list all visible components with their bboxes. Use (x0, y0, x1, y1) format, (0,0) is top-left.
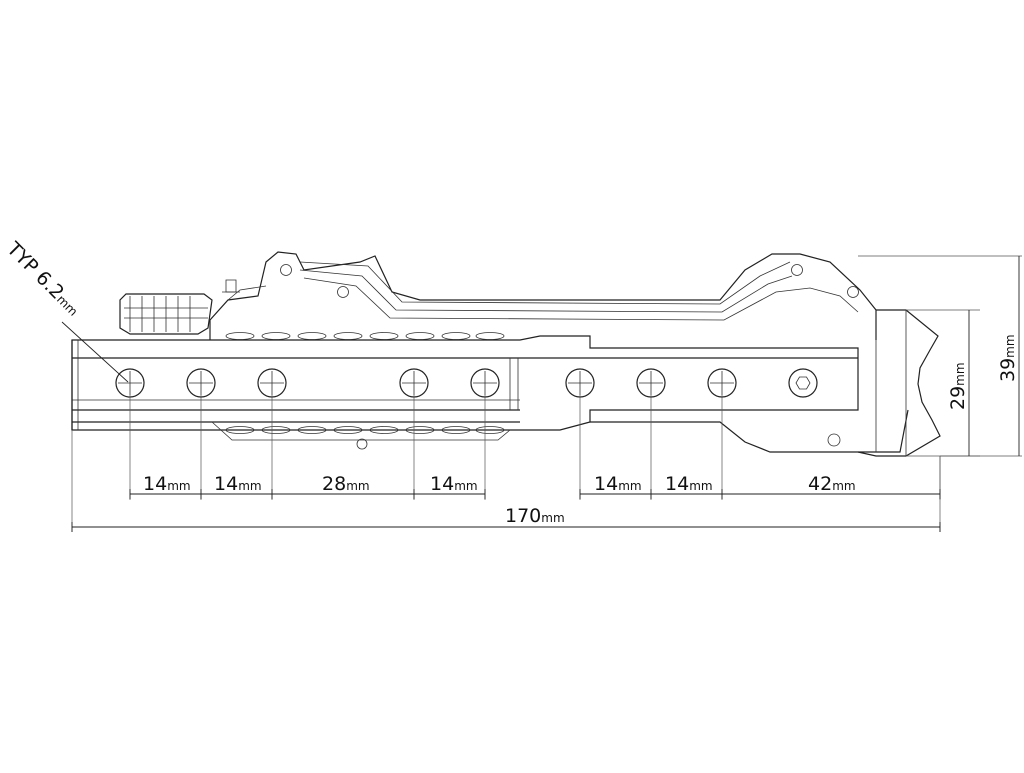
dim-label-4: 14mm (430, 473, 478, 495)
typ-annotation: TYP 6.2mm (2, 237, 85, 320)
dim-label-1: 14mm (143, 473, 191, 495)
dimension-lines (61, 255, 1022, 532)
rail-body (71, 251, 941, 457)
dim-label-6: 14mm (665, 473, 713, 495)
dim-label-3: 28mm (322, 473, 370, 495)
dim-label-5: 14mm (594, 473, 642, 495)
dimension-labels: 14mm 14mm 28mm 14mm 14mm 14mm 42mm 170mm… (2, 237, 1019, 527)
dim-label-2: 14mm (214, 473, 262, 495)
dim-label-overall: 170mm (505, 505, 565, 527)
dim-label-height-inner: 29mm (947, 362, 969, 410)
dim-label-7: 42mm (808, 473, 856, 495)
hole-row (115, 368, 818, 398)
clamp-knob (119, 293, 213, 335)
bottom-slot-row (211, 421, 511, 450)
end-bracket (857, 309, 941, 457)
top-slot-row (225, 332, 505, 340)
dim-label-height-outer: 39mm (997, 334, 1019, 382)
